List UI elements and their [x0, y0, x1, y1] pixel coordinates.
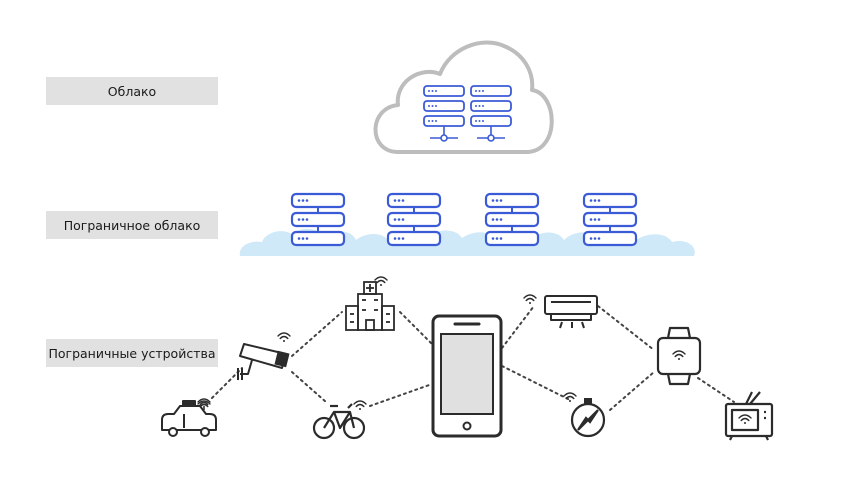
edge-cloud-label: Пограничное облако: [46, 211, 218, 239]
hospital-building-icon: [345, 281, 395, 331]
cloud-label: Облако: [46, 77, 218, 105]
server-rack-icon: [486, 194, 538, 245]
server-rack-icon: [584, 194, 636, 245]
bicycle-icon: [312, 403, 366, 440]
car-icon: [161, 400, 217, 437]
cloud-with-servers-icon: [373, 40, 554, 154]
smartwatch-icon: [656, 326, 702, 386]
server-rack-icon: [388, 194, 440, 245]
edge-devices-label: Пограничные устройства: [46, 339, 218, 367]
compass-icon: [570, 398, 606, 438]
server-rack-icon: [292, 194, 344, 245]
edge-cloud-band: [239, 194, 695, 256]
air-conditioner-icon: [544, 295, 598, 329]
smartphone-icon: [431, 314, 503, 438]
connection-lines: [211, 305, 735, 411]
security-camera-icon: [237, 343, 290, 380]
